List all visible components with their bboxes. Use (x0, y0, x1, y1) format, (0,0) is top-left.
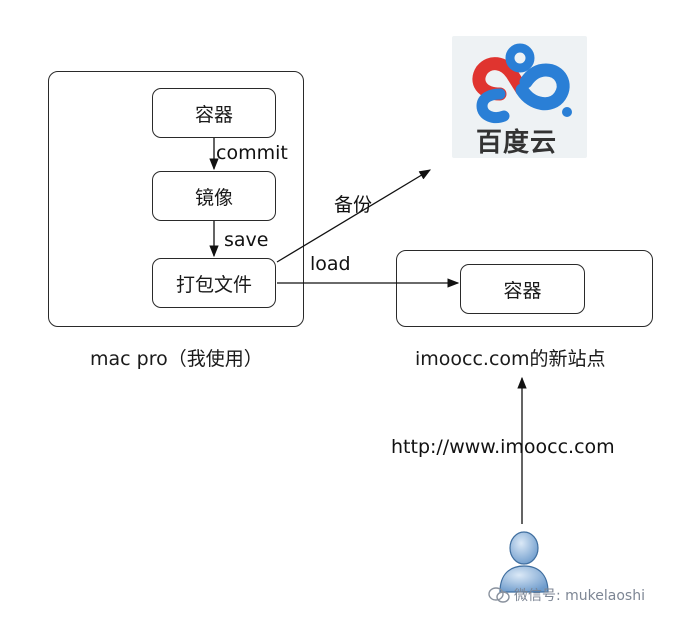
wechat-icon (488, 587, 510, 603)
new-site-caption: imoocc.com的新站点 (415, 348, 606, 370)
container-node-left: 容器 (152, 88, 276, 138)
wechat-watermark: 微信号: mukelaoshi (488, 585, 645, 605)
save-label: save (224, 229, 269, 251)
baidu-cloud-text: 百度云 (476, 128, 558, 158)
baidu-cloud-icon (472, 43, 572, 124)
commit-label: commit (216, 142, 288, 164)
backup-label: 备份 (334, 194, 373, 216)
load-label: load (310, 253, 351, 275)
url-label: http://www.imoocc.com (391, 436, 615, 458)
package-file-node: 打包文件 (152, 258, 276, 308)
container-node-right: 容器 (460, 264, 585, 314)
mac-pro-caption: mac pro（我使用） (90, 348, 263, 370)
baidu-cloud-logo: 百度云 (452, 36, 587, 158)
image-node: 镜像 (152, 171, 276, 221)
watermark-text: 微信号: mukelaoshi (514, 588, 645, 604)
user-icon (499, 531, 549, 593)
